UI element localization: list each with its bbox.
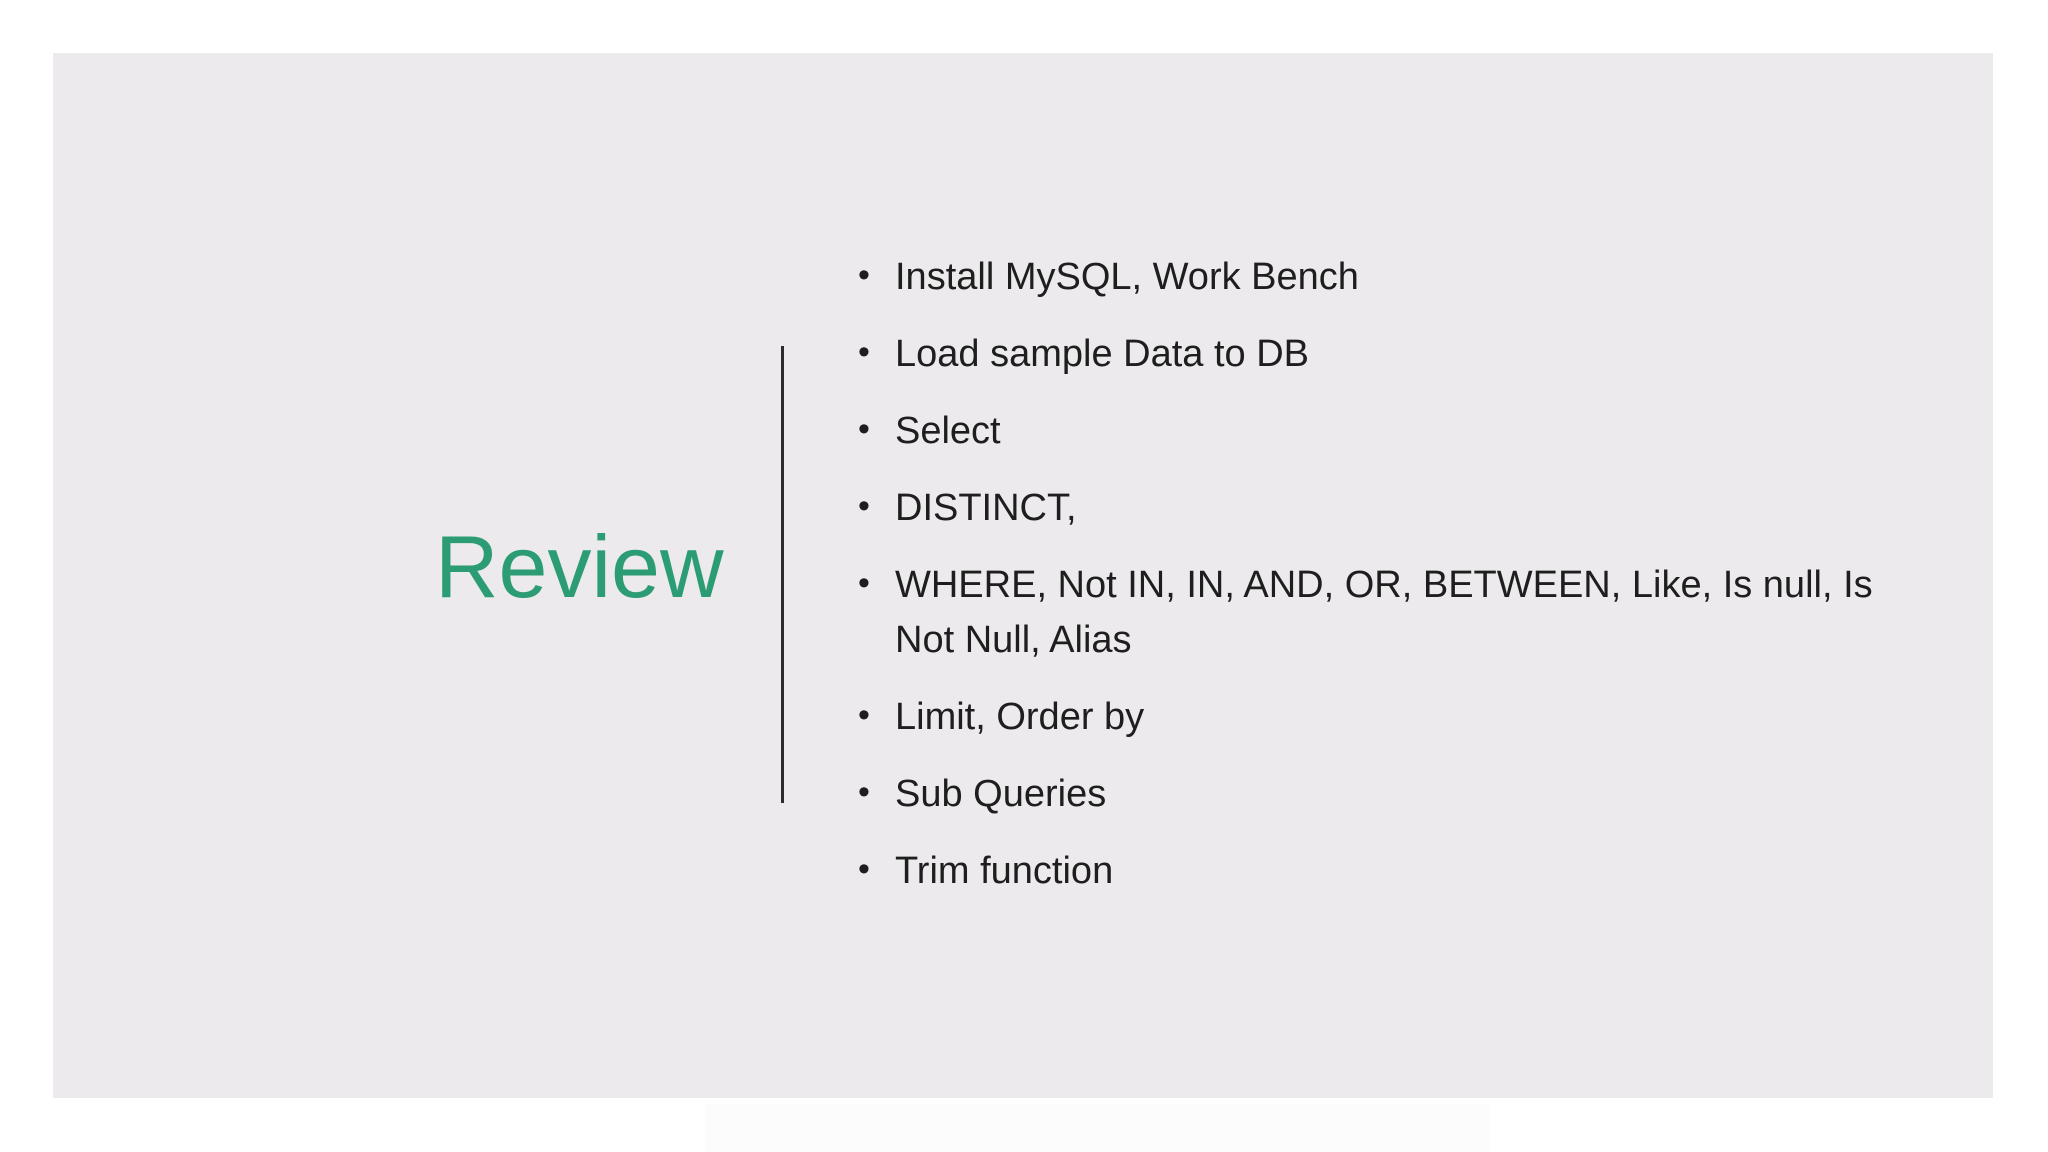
bullet-dot-icon: • bbox=[858, 333, 870, 371]
vertical-divider bbox=[781, 346, 784, 803]
bullet-dot-icon: • bbox=[858, 487, 870, 525]
bullet-dot-icon: • bbox=[858, 850, 870, 888]
bullet-dot-icon: • bbox=[858, 256, 870, 294]
bullet-item: • Limit, Order by bbox=[858, 690, 1882, 745]
bullet-item: • Select bbox=[858, 404, 1882, 459]
bullet-text: Sub Queries bbox=[895, 773, 1107, 815]
bullet-dot-icon: • bbox=[858, 773, 870, 811]
bullet-text: Install MySQL, Work Bench bbox=[895, 256, 1359, 298]
bullet-list: • Install MySQL, Work Bench • Load sample D… bbox=[858, 250, 1882, 921]
bullet-text: Select bbox=[895, 410, 1001, 452]
bullet-item: • Load sample Data to DB bbox=[858, 327, 1882, 382]
bullet-text: Load sample Data to DB bbox=[895, 333, 1310, 375]
bullet-text: DISTINCT, bbox=[895, 487, 1077, 529]
slide: Review • Install MySQL, Work Bench • Load s… bbox=[53, 53, 1993, 1098]
bullet-text: Limit, Order by bbox=[895, 696, 1145, 738]
bullet-item: • Trim function bbox=[858, 844, 1882, 899]
bullet-text: WHERE, Not IN, IN, AND, OR, BETWEEN, Lik… bbox=[895, 564, 1873, 661]
bullet-dot-icon: • bbox=[858, 410, 870, 448]
bottom-strip bbox=[705, 1104, 1490, 1152]
bullet-item: • DISTINCT, bbox=[858, 481, 1882, 536]
bullet-text: Trim function bbox=[895, 850, 1114, 892]
bullet-item: • Sub Queries bbox=[858, 767, 1882, 822]
slide-title: Review bbox=[435, 517, 724, 616]
bullet-dot-icon: • bbox=[858, 696, 870, 734]
bullet-item: • WHERE, Not IN, IN, AND, OR, BETWEEN, Li… bbox=[858, 558, 1882, 668]
bullet-dot-icon: • bbox=[858, 564, 870, 602]
bullet-item: • Install MySQL, Work Bench bbox=[858, 250, 1882, 305]
